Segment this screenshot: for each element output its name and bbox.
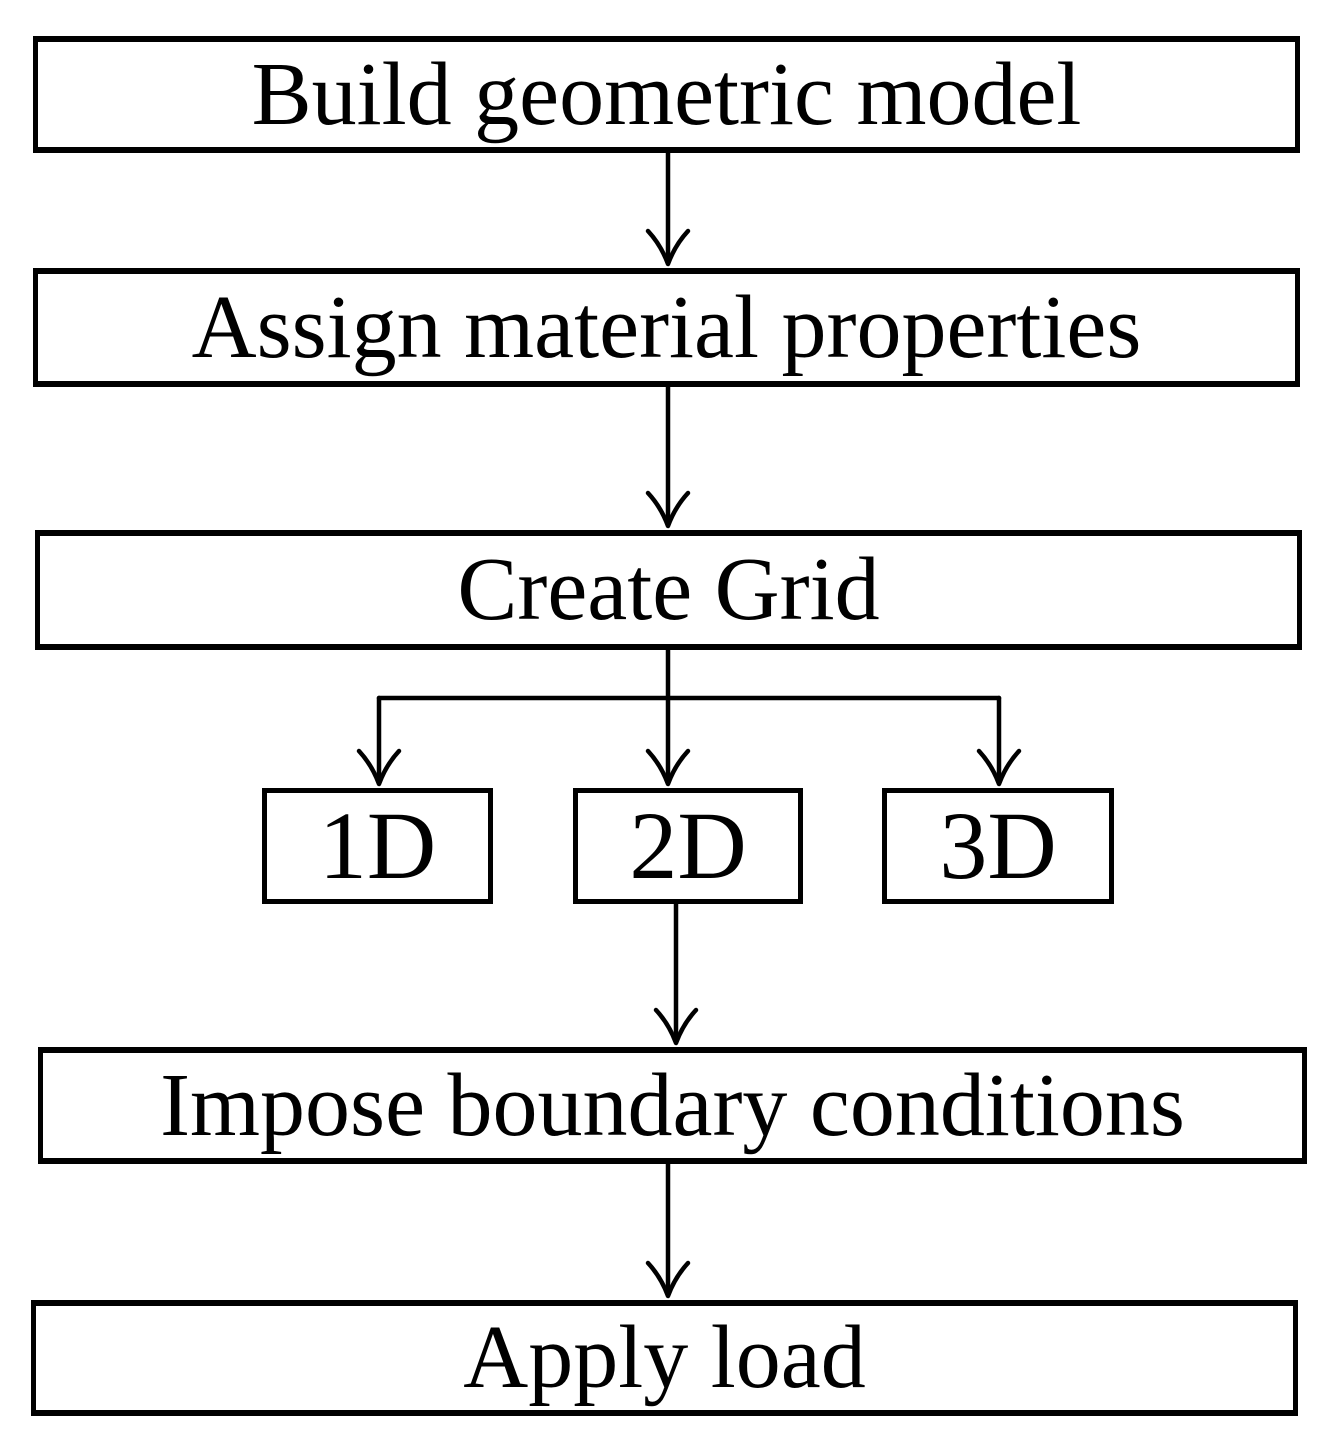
node-grid-1d: 1D [262, 788, 493, 904]
node-build-geometric-model: Build geometric model [33, 36, 1300, 153]
arrow-build-to-assign [645, 149, 691, 267]
node-create-grid: Create Grid [35, 530, 1302, 650]
arrow-assign-to-create-grid [645, 384, 691, 529]
branch-rail [376, 647, 1002, 785]
node-impose-boundary-conditions: Impose boundary conditions [38, 1047, 1307, 1164]
arrow-branch-to-2d [645, 748, 691, 787]
arrow-branch-to-1d [356, 695, 402, 787]
arrow-branch-to-3d [976, 695, 1022, 787]
node-assign-material-properties: Assign material properties [33, 268, 1300, 387]
arrow-2d-to-impose [653, 901, 699, 1046]
node-grid-2d: 2D [573, 788, 803, 904]
arrow-impose-to-apply-load [645, 1161, 691, 1299]
node-grid-3d: 3D [882, 788, 1114, 904]
node-apply-load: Apply load [31, 1300, 1298, 1416]
